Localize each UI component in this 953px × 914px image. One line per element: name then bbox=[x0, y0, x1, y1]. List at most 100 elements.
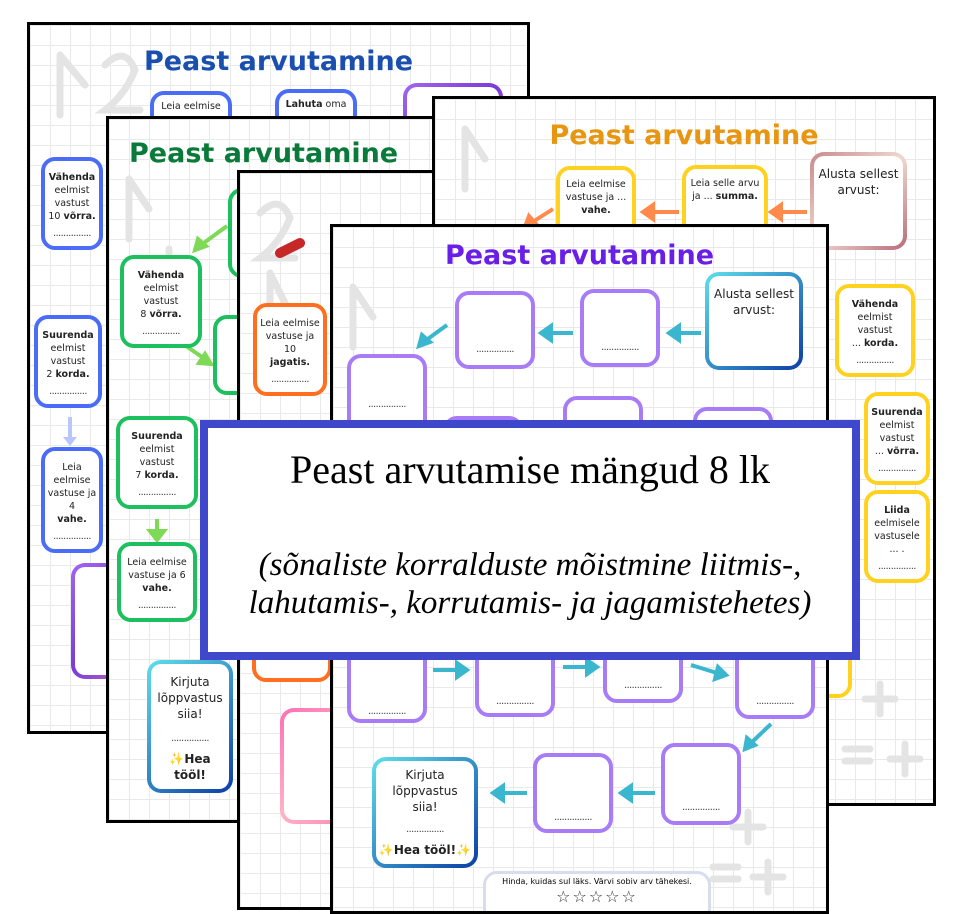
arrow-icon bbox=[249, 200, 305, 327]
answer-blank: ............... bbox=[138, 487, 176, 498]
box-text: Leia eelmise bbox=[161, 101, 221, 112]
answer-blank: ............... bbox=[554, 812, 592, 823]
box-text: Leia eelmise bbox=[127, 557, 187, 568]
box-text: võrra. bbox=[63, 211, 96, 222]
answer-blank: ............... bbox=[138, 600, 176, 611]
answer-blank: ............... bbox=[878, 463, 916, 474]
box-text: võrra. bbox=[149, 309, 182, 320]
box-text: korda. bbox=[863, 338, 899, 349]
box-text: oma bbox=[322, 99, 347, 110]
box-text: vahe. bbox=[142, 583, 172, 594]
rating-instruction: Hinda, kuidas sul läks. Värvi sobiv arv … bbox=[502, 877, 692, 886]
answer-blank: ............... bbox=[476, 344, 514, 355]
arrow-icon bbox=[349, 283, 787, 896]
start-box: Alusta sellest arvust: bbox=[705, 272, 803, 370]
box-text: eelmist vastust bbox=[857, 312, 893, 336]
answer-blank: ............... bbox=[368, 706, 406, 717]
box-text: 7 bbox=[135, 470, 145, 481]
box-text: Lahuta bbox=[285, 99, 323, 110]
box-text: Suurenda bbox=[871, 407, 923, 418]
box-text: Leia selle arvu bbox=[690, 178, 760, 189]
step-box: Liida eelmisele vastusele ... ...........… bbox=[864, 490, 930, 583]
step-box: ............... bbox=[455, 291, 535, 369]
box-text: võrra. bbox=[886, 446, 920, 457]
answer-blank: ............... bbox=[53, 531, 91, 542]
page-title: Peast arvutamine bbox=[444, 240, 715, 271]
answer-blank: ............... bbox=[756, 696, 794, 707]
box-text: vastuse ja 4 bbox=[47, 488, 97, 512]
answer-blank: ............... bbox=[53, 228, 91, 239]
box-text: Alusta sellest arvust: bbox=[818, 167, 899, 197]
box-text: eelmist vastust bbox=[50, 343, 86, 367]
step-box: Suurenda eelmist vastust... võrra........… bbox=[864, 392, 930, 485]
box-text: Leia eelmise bbox=[53, 462, 91, 486]
step-box: Leia eelmise vastuse ja 10 jagatis........… bbox=[253, 303, 327, 396]
banner-subtitle-line: lahutamis-, korrutamis- ja jagamistehete… bbox=[248, 585, 812, 621]
step-box: Vähenda eelmist vastust... korda.........… bbox=[835, 284, 915, 377]
page-title: Peast arvutamine bbox=[143, 46, 414, 77]
box-text: korda. bbox=[55, 369, 90, 380]
step-box: ............... bbox=[533, 753, 613, 833]
box-text: Suurenda bbox=[131, 431, 183, 442]
banner-subtitle-line: (sõnaliste korralduste mõistmine liitmis… bbox=[258, 547, 802, 583]
step-box: Vähenda eelmist vastust 8 võrra...........… bbox=[120, 255, 202, 348]
decorative-math-symbols bbox=[349, 283, 787, 896]
sparkle-icon: ✨ bbox=[378, 843, 394, 857]
page-title: Peast arvutamine bbox=[129, 138, 399, 169]
box-text: ja ... bbox=[692, 191, 716, 202]
answer-blank: ............... bbox=[171, 733, 209, 744]
box-text: Leia eelmise bbox=[566, 179, 626, 190]
final-box: Kirjuta lõppvastus siia!............... ✨H… bbox=[147, 660, 233, 793]
product-title-banner: Peast arvutamise mängud 8 lk (sõnaliste … bbox=[200, 420, 860, 660]
box-text: vastusele ... . bbox=[874, 531, 920, 555]
answer-blank: ............... bbox=[601, 342, 639, 353]
box-text: Vähenda bbox=[48, 172, 96, 183]
box-text: lõppvastus siia! bbox=[157, 691, 223, 721]
box-text: vastuse ja 6 bbox=[128, 570, 186, 581]
self-rating-box: Hinda, kuidas sul läks. Värvi sobiv arv … bbox=[483, 871, 711, 911]
start-box: Alusta sellest arvust: bbox=[810, 152, 907, 250]
box-text: Kirjuta bbox=[170, 675, 210, 689]
answer-blank: ............... bbox=[49, 386, 87, 397]
box-text: Liida bbox=[884, 505, 910, 516]
box-text: Kirjuta bbox=[405, 768, 445, 782]
decorative-math-symbols bbox=[461, 125, 924, 778]
title-fragment-decoration bbox=[275, 238, 305, 258]
box-text: eelmist vastust bbox=[143, 283, 179, 307]
box-text: eelmisele bbox=[874, 518, 920, 529]
sparkle-icon: ✨ bbox=[169, 752, 185, 766]
box-text: vastuse ja ... bbox=[565, 192, 627, 203]
box-text: jagatis. bbox=[270, 357, 310, 368]
banner-title: Peast arvutamise mängud 8 lk bbox=[290, 447, 770, 492]
box-text: korda. bbox=[144, 470, 179, 481]
box-text: Alusta sellest arvust: bbox=[714, 287, 794, 317]
answer-blank: ............... bbox=[142, 326, 180, 337]
step-box: Leia eelmise vastuse ja 6 vahe............… bbox=[117, 542, 197, 622]
answer-blank: ............... bbox=[878, 561, 916, 572]
box-text: 8 bbox=[140, 309, 150, 320]
answer-blank: ............... bbox=[856, 355, 894, 366]
box-text: ... bbox=[874, 446, 887, 457]
box-text: ... bbox=[851, 338, 864, 349]
box-text: Vähenda bbox=[137, 270, 185, 281]
well-done-text: Hea tööl! bbox=[393, 843, 457, 857]
box-text: lõppvastus siia! bbox=[392, 784, 458, 814]
step-box: ............... bbox=[580, 289, 660, 367]
box-text: vahe. bbox=[57, 514, 87, 525]
box-text: vastuse ja 10 bbox=[265, 331, 315, 355]
answer-blank: ............... bbox=[624, 680, 662, 691]
box-text: Leia eelmise bbox=[260, 318, 320, 329]
rating-stars[interactable]: ☆☆☆☆☆ bbox=[556, 887, 638, 906]
answer-blank: ............... bbox=[271, 374, 309, 385]
page-title: Peast arvutamine bbox=[549, 120, 819, 151]
box-text: Vähenda bbox=[851, 299, 899, 310]
box-text: vahe. bbox=[581, 205, 611, 216]
answer-blank: ............... bbox=[682, 802, 720, 813]
box-text: eelmist vastust bbox=[879, 420, 915, 444]
well-done-text: Hea tööl! bbox=[174, 752, 211, 782]
